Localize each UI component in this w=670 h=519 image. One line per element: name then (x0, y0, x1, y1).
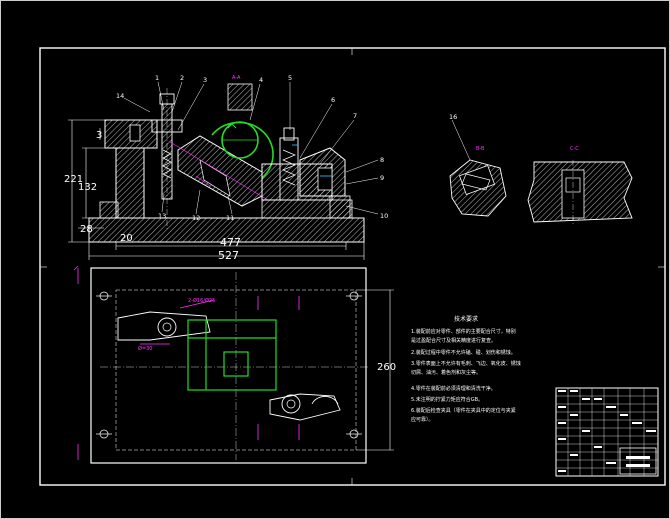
base-plate (88, 217, 365, 243)
section-c-label: C-C (570, 146, 579, 152)
requirement-line-7: 5.未注明的拧紧力矩应符合GB。 (411, 396, 483, 403)
zone-marks (40, 48, 665, 485)
plan-base-outline (90, 267, 367, 464)
part-label-13: 13 (158, 212, 166, 220)
section-a-label: A-A (232, 75, 241, 81)
requirement-line-8: 6.装配后检查夹具（零件在夹具中的定位与夹紧 (411, 407, 516, 414)
plan-note-diameter: Ø=30 (138, 345, 153, 352)
part-label-6: 6 (331, 96, 335, 104)
requirement-line-9: 应可靠）。 (411, 416, 434, 423)
requirement-line-5: 切屑、油污、着色剂和灰尘等。 (411, 369, 481, 376)
requirement-line-1: 1.装配前应对零件、部件的主要配合尺寸，特别 (411, 328, 516, 335)
part-label-11: 11 (226, 214, 234, 222)
title-block-entries (558, 390, 656, 472)
part-label-4: 4 (259, 76, 263, 84)
part-label-14: 14 (116, 92, 124, 100)
dim-inner-height: 132 (78, 182, 97, 193)
leaders (123, 81, 379, 215)
requirements-title: 技术要求 (454, 315, 478, 323)
front-dimensions (68, 119, 365, 260)
technical-requirements: 技术要求 1.装配前应对零件、部件的主要配合尺寸，特别 是过盈配合尺寸及相关精度… (411, 315, 521, 423)
part-label-3: 3 (203, 76, 207, 84)
part-label-7: 7 (353, 112, 357, 120)
inner-border (39, 47, 666, 486)
dim-base-length: 527 (218, 249, 239, 262)
dim-overall-length: 477 (220, 236, 241, 249)
section-detail-number: 16 (449, 113, 457, 121)
requirement-line-6: 4.零件在装配前必须清理和清洗干净。 (411, 385, 496, 392)
title-block (555, 387, 659, 477)
part-label-10: 10 (380, 212, 388, 220)
plan-note-holes: 2-Ø16/Ø25 (188, 297, 215, 304)
plan-markers (73, 265, 300, 460)
section-c-view (527, 160, 633, 226)
dim-left-stub: 20 (120, 233, 133, 244)
plan-workpiece (187, 319, 277, 391)
part-label-8: 8 (380, 156, 384, 164)
dim-plan-height: 260 (377, 362, 396, 373)
part-labels: 1 2 3 4 5 6 7 8 9 10 11 12 13 14 (116, 74, 388, 222)
part-label-1: 1 (155, 74, 159, 82)
dim-small-top: 3 (96, 130, 102, 141)
section-b-label: B-B (476, 146, 485, 152)
inclined-clamp (177, 135, 263, 207)
requirement-line-3: 2.装配过程中零件不允许磕、碰、划伤和锈蚀。 (411, 349, 516, 356)
requirement-line-4: 3.零件表面上不允许有毛刺、飞边、氧化皮、锈蚀 (411, 360, 521, 367)
part-label-5: 5 (288, 74, 292, 82)
left-column (115, 147, 145, 219)
front-view: A-A (88, 75, 365, 243)
part-label-9: 9 (380, 174, 384, 182)
plan-dimension (356, 289, 394, 451)
part-label-12: 12 (192, 214, 200, 222)
plan-view (90, 267, 370, 464)
dim-base-thickness: 28 (80, 224, 93, 235)
section-b-view (449, 119, 507, 217)
dim-total-height: 221 (64, 174, 83, 185)
requirement-line-2: 是过盈配合尺寸及相关精度进行复查。 (411, 337, 496, 344)
part-label-2: 2 (180, 74, 184, 82)
